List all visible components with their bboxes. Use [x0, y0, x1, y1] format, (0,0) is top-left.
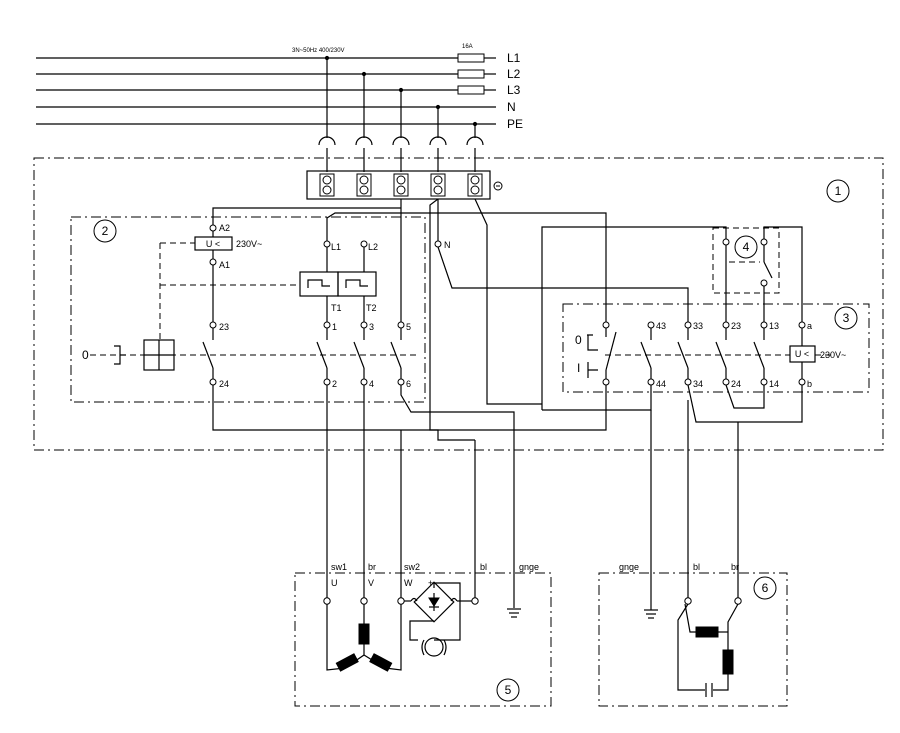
svg-text:14: 14	[769, 379, 779, 389]
winding-u-icon	[335, 653, 359, 672]
line-label-l3: L3	[507, 83, 521, 97]
svg-text:L2: L2	[368, 242, 378, 252]
switch-3-off-label: 0	[575, 333, 582, 347]
svg-text:2: 2	[102, 224, 109, 238]
switch-3-on-label: I	[577, 361, 580, 375]
terminal-block	[306, 170, 503, 200]
motor-box-5	[294, 572, 552, 707]
svg-text:sw1: sw1	[331, 562, 347, 572]
switch-2-operator: 0	[82, 339, 175, 371]
svg-text:U: U	[331, 578, 338, 588]
svg-text:23: 23	[731, 321, 741, 331]
svg-text:43: 43	[656, 321, 666, 331]
start-winding-icon	[722, 649, 734, 675]
svg-text:44: 44	[656, 379, 666, 389]
callout-5: 5	[496, 678, 520, 702]
svg-text:24: 24	[731, 379, 741, 389]
coil-3-symbol: U <	[795, 349, 809, 359]
unit-6-circuit	[644, 597, 742, 697]
svg-text:4: 4	[369, 379, 374, 389]
svg-text:+: +	[428, 578, 433, 588]
coil-2-a1: A1	[219, 260, 230, 270]
switch-2-off-label: 0	[82, 348, 89, 362]
svg-text:5: 5	[406, 322, 411, 332]
svg-text:W: W	[404, 578, 413, 588]
svg-text:L1: L1	[331, 242, 341, 252]
undervoltage-coil-2: U < 230V~ A2 A1	[194, 223, 262, 270]
ground-symbol-unit-icon	[644, 605, 658, 619]
undervoltage-coil-3: U < 230V~	[789, 345, 846, 363]
svg-text:33: 33	[693, 321, 703, 331]
svg-text:5: 5	[505, 683, 512, 697]
svg-text:br: br	[731, 562, 739, 572]
svg-text:3: 3	[369, 322, 374, 332]
callout-6: 6	[753, 576, 777, 600]
svg-text:23: 23	[219, 322, 229, 332]
winding-w-icon	[369, 653, 393, 672]
svg-text:6: 6	[406, 379, 411, 389]
line-label-l1: L1	[507, 51, 521, 65]
callout-3: 3	[834, 306, 858, 330]
callout-4: 4	[734, 235, 758, 259]
rectifier-icon	[428, 593, 440, 611]
svg-text:2: 2	[332, 379, 337, 389]
supply-rating: 3N~50Hz 400/230V	[292, 48, 345, 54]
svg-text:br: br	[368, 562, 376, 572]
svg-text:1: 1	[332, 322, 337, 332]
ground-terminal-icon	[493, 181, 503, 191]
thermal-t2: T2	[366, 303, 377, 313]
run-winding-icon	[695, 626, 719, 638]
internal-wiring	[212, 198, 803, 605]
device-box-4	[712, 227, 780, 294]
coil-2-symbol: U <	[206, 239, 220, 249]
svg-text:13: 13	[769, 321, 779, 331]
fuse-l1	[457, 53, 485, 63]
switch-2-line-terminals: L1 L2 N	[323, 240, 451, 252]
coil-3-voltage: 230V~	[820, 350, 846, 360]
motor-5-labels: sw1 br sw2 bl gnge U V W	[331, 562, 539, 588]
svg-text:3: 3	[843, 311, 850, 325]
supply-lines: 3N~50Hz 400/230V 16A L1 L2 L3 N PE	[36, 44, 523, 172]
capacitor-icon	[705, 683, 713, 697]
fuse-l2	[457, 69, 485, 79]
thermal-t1: T1	[331, 303, 342, 313]
device-box-6	[598, 572, 788, 707]
ground-symbol-motor-icon	[507, 570, 521, 618]
svg-text:bl: bl	[693, 562, 700, 572]
svg-text:V: V	[368, 578, 374, 588]
svg-text:b: b	[807, 379, 812, 389]
switch-box-3	[562, 303, 870, 393]
coil-2-a2: A2	[219, 223, 230, 233]
fuse-rating: 16A	[462, 44, 473, 50]
enclosure-1	[33, 157, 884, 451]
line-label-pe: PE	[507, 117, 523, 131]
svg-text:sw2: sw2	[404, 562, 420, 572]
svg-text:34: 34	[693, 379, 703, 389]
line-label-l2: L2	[507, 67, 521, 81]
thermal-overload: T1 T2	[299, 271, 377, 313]
switch-3-contacts: 43 44 33 34 23 24 13 14 a b	[602, 321, 812, 389]
motor-5-circuit: +	[323, 570, 521, 672]
svg-text:4: 4	[743, 240, 750, 254]
line-label-n: N	[507, 100, 516, 114]
svg-text:24: 24	[219, 379, 229, 389]
svg-text:gnge: gnge	[519, 562, 539, 572]
switch-box-2	[70, 216, 426, 403]
callout-2: 2	[93, 219, 117, 243]
svg-text:bl: bl	[480, 562, 487, 572]
brake-coil-icon	[421, 637, 447, 657]
callout-1: 1	[826, 179, 850, 203]
unit-6-labels: gnge bl br	[619, 562, 739, 572]
switch-2-contacts: 23 1 3 5 24 2 4 6	[90, 199, 420, 389]
svg-text:a: a	[807, 321, 812, 331]
winding-v-icon	[358, 623, 370, 645]
fuse-l3	[457, 85, 485, 95]
svg-text:1: 1	[835, 184, 842, 198]
device-4-contacts	[722, 226, 803, 322]
svg-text:N: N	[444, 240, 451, 250]
svg-text:6: 6	[762, 581, 769, 595]
svg-text:gnge: gnge	[619, 562, 639, 572]
coil-2-voltage: 230V~	[236, 239, 262, 249]
